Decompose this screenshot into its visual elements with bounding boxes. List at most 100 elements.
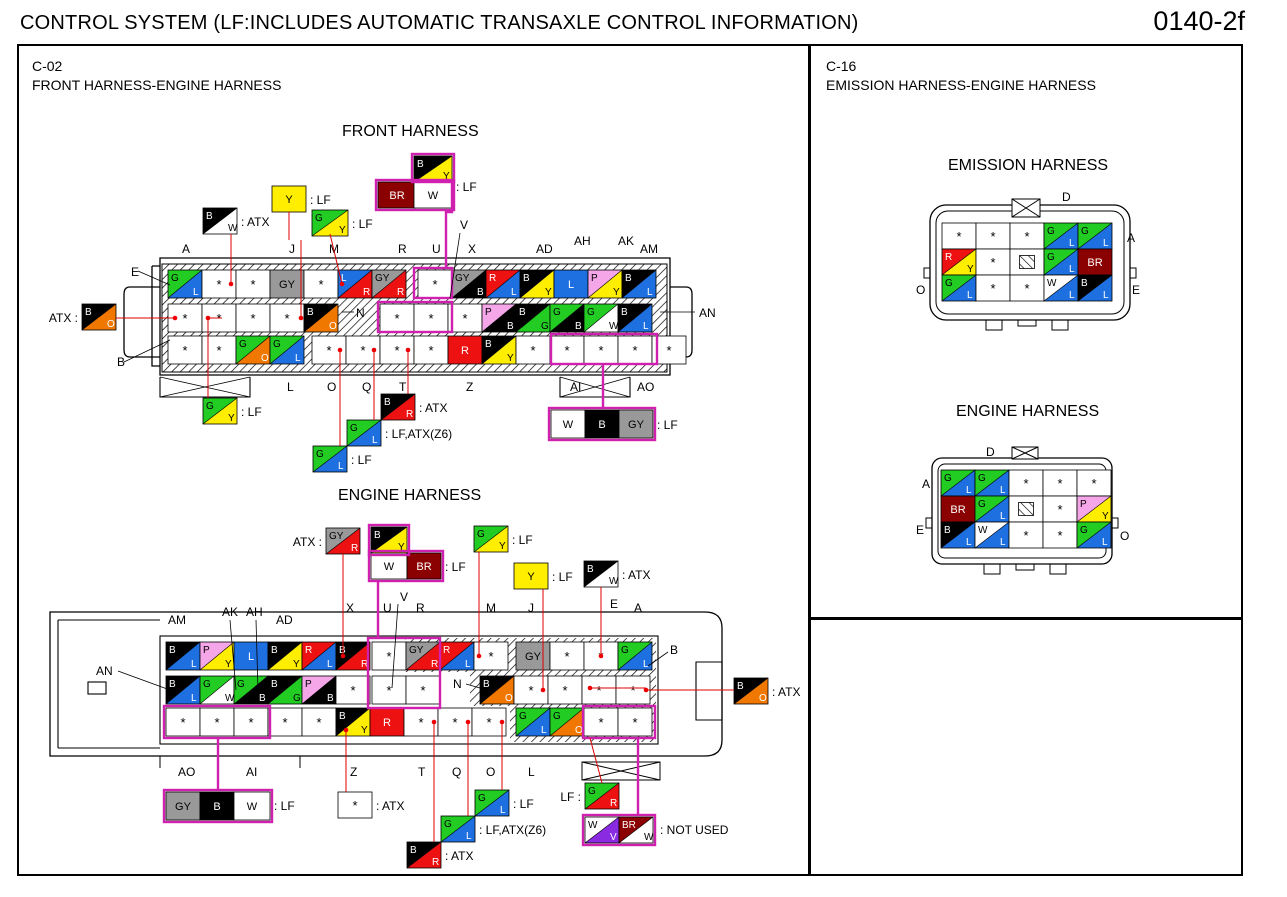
pin-blank: *	[216, 277, 221, 292]
pin-letter: AN	[699, 306, 716, 320]
pin-letter: AH	[574, 234, 591, 248]
callout-note: : ATX	[376, 799, 404, 813]
pin-letter: B	[117, 355, 125, 369]
front-pin: R	[447, 335, 483, 365]
wire-color-label: L	[1069, 290, 1075, 301]
engine-pin: BL	[165, 675, 201, 705]
pin-letter: AK	[618, 234, 634, 248]
highlight-box	[367, 549, 445, 583]
wire-color-label: R	[305, 645, 312, 656]
leader-line	[465, 683, 481, 689]
wire-color-label: B	[307, 307, 314, 318]
engine-pin: *	[165, 707, 201, 737]
callout-note: LF :	[560, 790, 581, 804]
wire-color-label: G	[315, 213, 323, 224]
wire-color-label: L	[1069, 264, 1075, 275]
wire-color-label: B	[944, 525, 951, 536]
wire-color-label: R	[431, 659, 438, 670]
engine-pin: BY	[335, 707, 371, 737]
callout-note: : LF	[657, 418, 678, 432]
callout-wire: WV	[584, 816, 620, 844]
wire-color-label: B	[327, 693, 334, 704]
callout-wire: Y	[513, 562, 549, 590]
wire-color-label: GY	[628, 419, 645, 431]
pin-blank: *	[564, 343, 569, 358]
wire-color-label: P	[1080, 499, 1087, 510]
wire-color-label: W	[609, 321, 619, 332]
callout-wire: BY	[413, 155, 453, 183]
pin-blank: *	[318, 277, 323, 292]
wire-color-label: V	[610, 832, 617, 843]
wire-color-label: G	[519, 711, 527, 722]
wire-color-label: R	[363, 287, 370, 298]
wire-color-label: B	[477, 287, 484, 298]
pin-blank: *	[666, 343, 671, 358]
wire-color-label: G	[293, 693, 301, 704]
callout-wire: BW	[202, 207, 238, 235]
front-pin: BY	[481, 335, 517, 365]
wire-color-label: R	[361, 659, 368, 670]
wire-color-label: G	[273, 339, 281, 350]
c16-engine-pin: PY	[1076, 495, 1112, 523]
wire-color-label: L	[500, 805, 506, 816]
engine-pin: BO	[479, 675, 515, 705]
pin-blank: *	[632, 715, 637, 730]
pin-blank: *	[1024, 281, 1029, 296]
pin-blank: *	[598, 343, 603, 358]
callout-note: ATX :	[49, 311, 78, 325]
callout-note: : ATX	[241, 215, 269, 229]
pin-blank: *	[182, 343, 187, 358]
engine-pin: RL	[301, 641, 337, 671]
wire-color-label: G	[1047, 226, 1055, 237]
callout-note: : NOT USED	[660, 823, 729, 837]
wire-color-label: G	[587, 307, 595, 318]
pin-blank: *	[1057, 528, 1062, 543]
callout-wire: W	[550, 409, 586, 439]
callout-wire: B	[584, 409, 620, 439]
pin-letter: X	[346, 601, 354, 615]
front-harness-title: FRONT HARNESS	[342, 123, 479, 140]
wire-color-label: G	[477, 529, 485, 540]
callout-wire: BW	[583, 560, 619, 588]
pin-blank: *	[180, 715, 185, 730]
pin-letter: T	[399, 380, 407, 394]
engine-pin: *	[199, 707, 235, 737]
pin-letter: AD	[276, 613, 293, 627]
pin-letter: E	[1132, 283, 1140, 297]
pin-letter: D	[986, 445, 995, 459]
engine-pin: *	[583, 707, 619, 737]
pin-letter: AO	[637, 380, 654, 394]
wire-color-label: B	[485, 339, 492, 350]
emission-pin: *	[975, 248, 1011, 276]
c16-engine-pin: *	[1008, 469, 1044, 497]
wire-color-label: Y	[613, 287, 620, 298]
wire-color-label: L	[643, 321, 649, 332]
wire-color-label: Y	[499, 541, 506, 552]
leader-line	[391, 603, 399, 689]
emission-pin: GL	[1077, 222, 1113, 250]
leader-line	[589, 737, 603, 784]
c16-engine-pin: GL	[974, 495, 1010, 523]
engine-pin: *	[371, 675, 407, 705]
engine-pin: BG	[267, 675, 303, 705]
wire-color-label: P	[591, 273, 598, 284]
front-pin: GYR	[371, 269, 407, 299]
panel-divider-vertical	[808, 44, 811, 876]
wire-color-label: G	[237, 679, 245, 690]
pin-letter: B	[670, 643, 678, 657]
engine-pin: GW	[199, 675, 235, 705]
callout-note: : ATX	[445, 849, 473, 863]
wire-color-label: Y	[361, 725, 368, 736]
wire-color-label: R	[443, 645, 450, 656]
pin-letter: AH	[246, 605, 263, 619]
front-pin: BG	[515, 303, 551, 333]
wire-color-label: W	[644, 832, 654, 843]
engine-pin: BL	[165, 641, 201, 671]
wire-color-label: O	[107, 319, 115, 330]
wire-color-label: B	[1081, 278, 1088, 289]
wire-color-label: B	[271, 679, 278, 690]
pin-letter: M	[486, 601, 496, 615]
pin-letter: V	[400, 590, 408, 604]
wire-color-label: Y	[967, 264, 974, 275]
diagram-frame	[17, 44, 1243, 876]
